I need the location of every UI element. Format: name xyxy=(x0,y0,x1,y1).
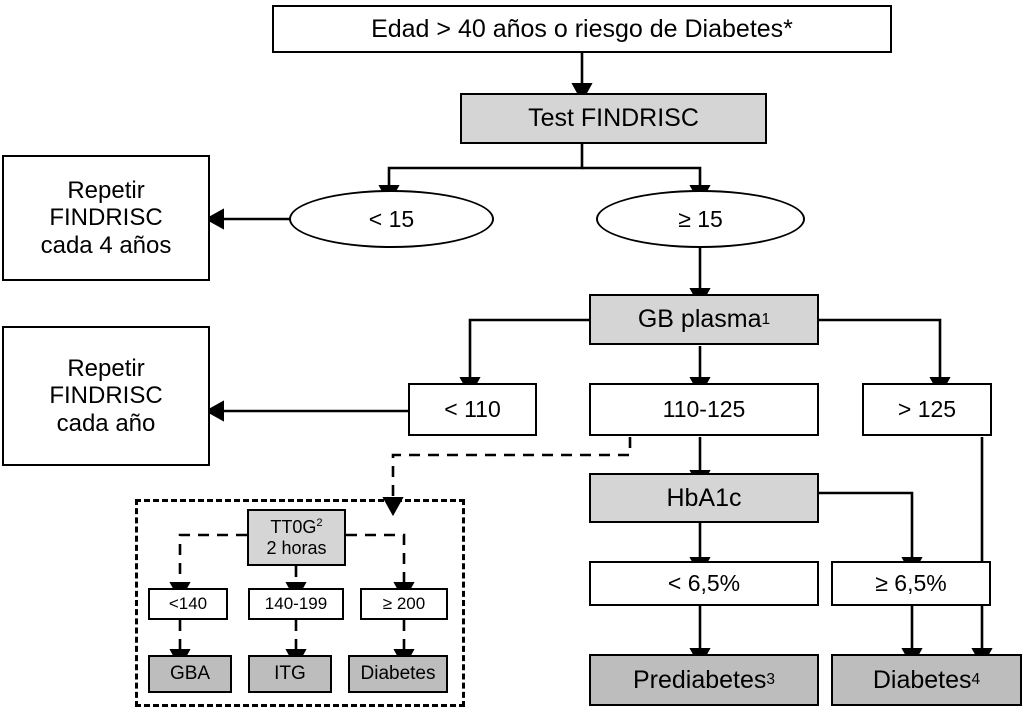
entry-box: Edad > 40 años o riesgo de Diabetes* xyxy=(272,5,892,53)
edge-gb-to-lt110 xyxy=(459,318,589,397)
ttog-line1: TT0G2 xyxy=(270,517,322,538)
repeat-every-4-years-box: Repetir FINDRISC cada 4 años xyxy=(2,155,210,281)
ttog-line2: 2 horas xyxy=(266,537,327,558)
result-itg-box: ITG xyxy=(248,655,332,693)
ttog-box: TT0G2 2 horas xyxy=(247,509,346,566)
hba1c-ge-65-box: ≥ 6,5% xyxy=(831,561,991,606)
edge-findrisc-to-high xyxy=(582,166,711,205)
diabetes-right-label: Diabetes xyxy=(872,665,972,694)
edge-findrisc-to-low xyxy=(378,144,584,205)
hba1c-box: HbA1c xyxy=(589,473,819,523)
ttog-superscript: 2 xyxy=(316,516,323,529)
prediabetes-label: Prediabetes xyxy=(632,665,767,694)
gb-plasma-label: GB plasma xyxy=(637,305,762,334)
ogtt-subdiagram-region xyxy=(135,499,465,707)
result-diabetes-box: Diabetes xyxy=(348,655,448,693)
gb-gt125-box: > 125 xyxy=(862,383,992,436)
ttog-label: TT0G xyxy=(270,516,317,537)
edge-ttog-to-lt140 xyxy=(169,533,247,602)
hba1c-lt-65-box: < 6,5% xyxy=(589,561,819,606)
gb-110-125-box: 110-125 xyxy=(589,383,819,436)
edge-gb-to-gt125 xyxy=(818,318,951,397)
edge-hba1c-to-ge65 xyxy=(818,491,923,577)
gb-lt110-box: < 110 xyxy=(408,383,537,436)
result-gba-box: GBA xyxy=(148,655,232,693)
repeat-every-year-box: Repetir FINDRISC cada año xyxy=(2,326,210,466)
findrisc-test-box: Test FINDRISC xyxy=(460,93,767,144)
score-high-ellipse: ≥ 15 xyxy=(596,190,805,248)
ogtt-ge200-box: ≥ 200 xyxy=(360,588,448,620)
ogtt-140-199-box: 140-199 xyxy=(248,588,344,620)
score-low-ellipse: < 15 xyxy=(289,190,494,248)
ogtt-lt140-box: <140 xyxy=(148,588,228,620)
edge-110125-to-ogtt-region xyxy=(382,437,632,517)
edge-ttog-to-ge200 xyxy=(346,533,415,602)
